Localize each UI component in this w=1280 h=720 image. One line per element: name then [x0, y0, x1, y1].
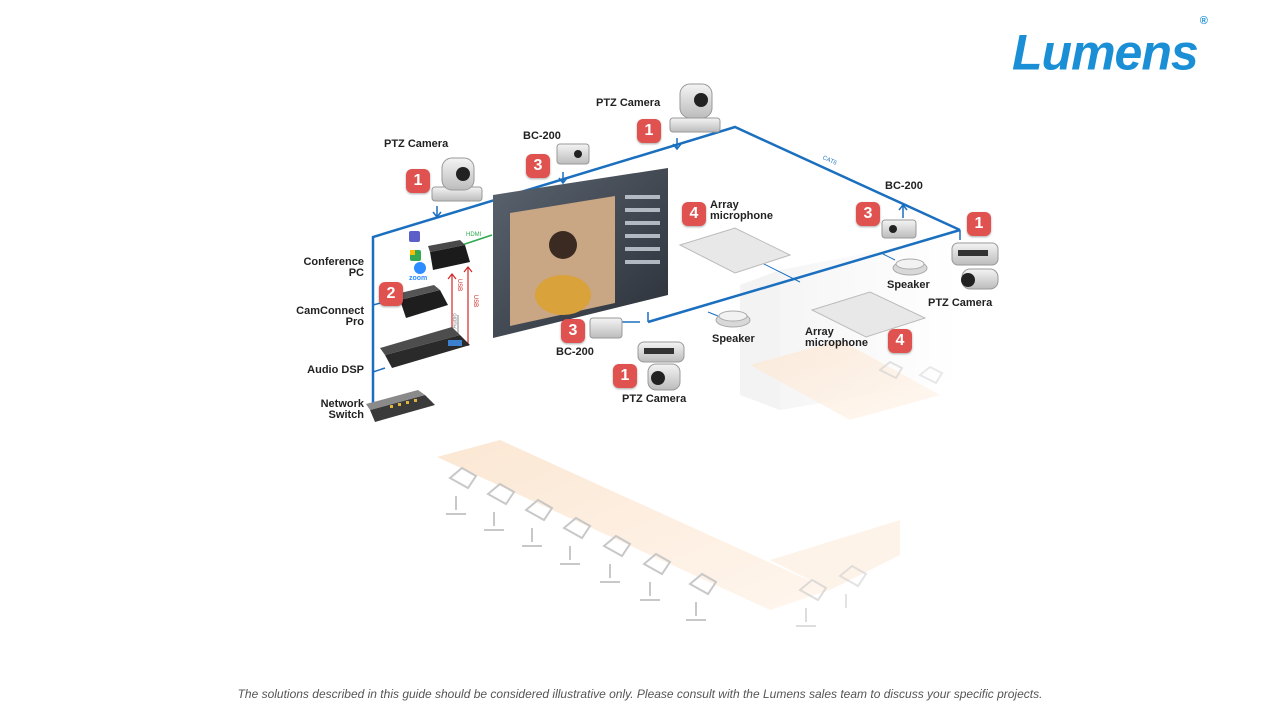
ptz-camera-bottom-device: [637, 341, 685, 391]
network-cables: [371, 125, 961, 405]
zoom-label: zoom: [409, 275, 428, 282]
label-audio-dsp: Audio DSP: [307, 364, 364, 376]
audio-label: Audio: [452, 313, 459, 329]
badge-ptz-top: 1: [637, 119, 661, 143]
label-camconnect-pro: CamConnect Pro: [296, 305, 364, 328]
chairs: [446, 360, 944, 627]
speaker-right-device: [892, 258, 928, 276]
label-ptz-camera-bottom: PTZ Camera: [622, 393, 687, 405]
meet-icon: [410, 250, 421, 261]
bc200-top-device: [556, 143, 590, 165]
label-bc200-right: BC-200: [885, 180, 923, 192]
hdmi-label: HDMI: [466, 232, 482, 238]
ptz-camera-left-device: [431, 157, 483, 202]
badge-ptz-right: 1: [967, 212, 991, 236]
label-array-mic-bottom: Array microphone: [805, 326, 868, 349]
badge-ptz-bottom: 1: [613, 364, 637, 388]
badge-bc200-bottom: 3: [561, 319, 585, 343]
label-speaker-middle: Speaker: [712, 333, 755, 345]
badge-ptz-left: 1: [406, 169, 430, 193]
hdmi-cable: [461, 234, 493, 246]
badge-array-mic-bottom: 4: [888, 329, 912, 353]
bc200-bottom-device: [589, 317, 623, 339]
badge-bc200-top: 3: [526, 154, 550, 178]
speaker-middle-device: [715, 310, 751, 328]
camconnect-pro-device: [396, 285, 448, 318]
display-screen: [493, 168, 668, 338]
audio-dsp-device: [380, 327, 470, 368]
badge-camconnect: 2: [379, 282, 403, 306]
conference-table: [437, 440, 900, 610]
usb-label-2: USB: [472, 294, 479, 308]
lumens-logo: Lumens®: [1012, 15, 1208, 81]
trademark-mark: ®: [1199, 15, 1208, 27]
label-conference-pc: Conference PC: [303, 256, 364, 279]
label-bc200-top: BC-200: [523, 130, 561, 142]
array-mic-top-device: [678, 227, 792, 274]
disclaimer-text: The solutions described in this guide sh…: [237, 687, 1043, 701]
label-network-switch: Network Switch: [320, 398, 364, 421]
array-mic-bottom-device: [810, 291, 927, 338]
teams-icon: [409, 231, 420, 242]
network-arrows: [372, 138, 961, 373]
label-bc200-bottom: BC-200: [556, 346, 594, 358]
far-table: [750, 340, 940, 420]
ptz-camera-right-device: [951, 242, 999, 290]
bc200-right-device: [881, 219, 917, 239]
badge-bc200-right: 3: [856, 202, 880, 226]
label-ptz-camera-right: PTZ Camera: [928, 297, 993, 309]
label-speaker-right: Speaker: [887, 279, 930, 291]
label-ptz-camera-top: PTZ Camera: [596, 97, 661, 109]
label-array-mic-top: Array microphone: [710, 199, 773, 222]
usb-label-1: USB: [456, 278, 463, 292]
logo-text: Lumens: [1012, 24, 1199, 81]
badge-array-mic-top: 4: [682, 202, 706, 226]
zoom-icon: [414, 262, 426, 274]
conference-pc-device: [428, 240, 470, 270]
ptz-camera-top-device: [669, 83, 721, 133]
label-ptz-camera-left: PTZ Camera: [384, 138, 449, 150]
network-switch-device: [366, 390, 435, 422]
